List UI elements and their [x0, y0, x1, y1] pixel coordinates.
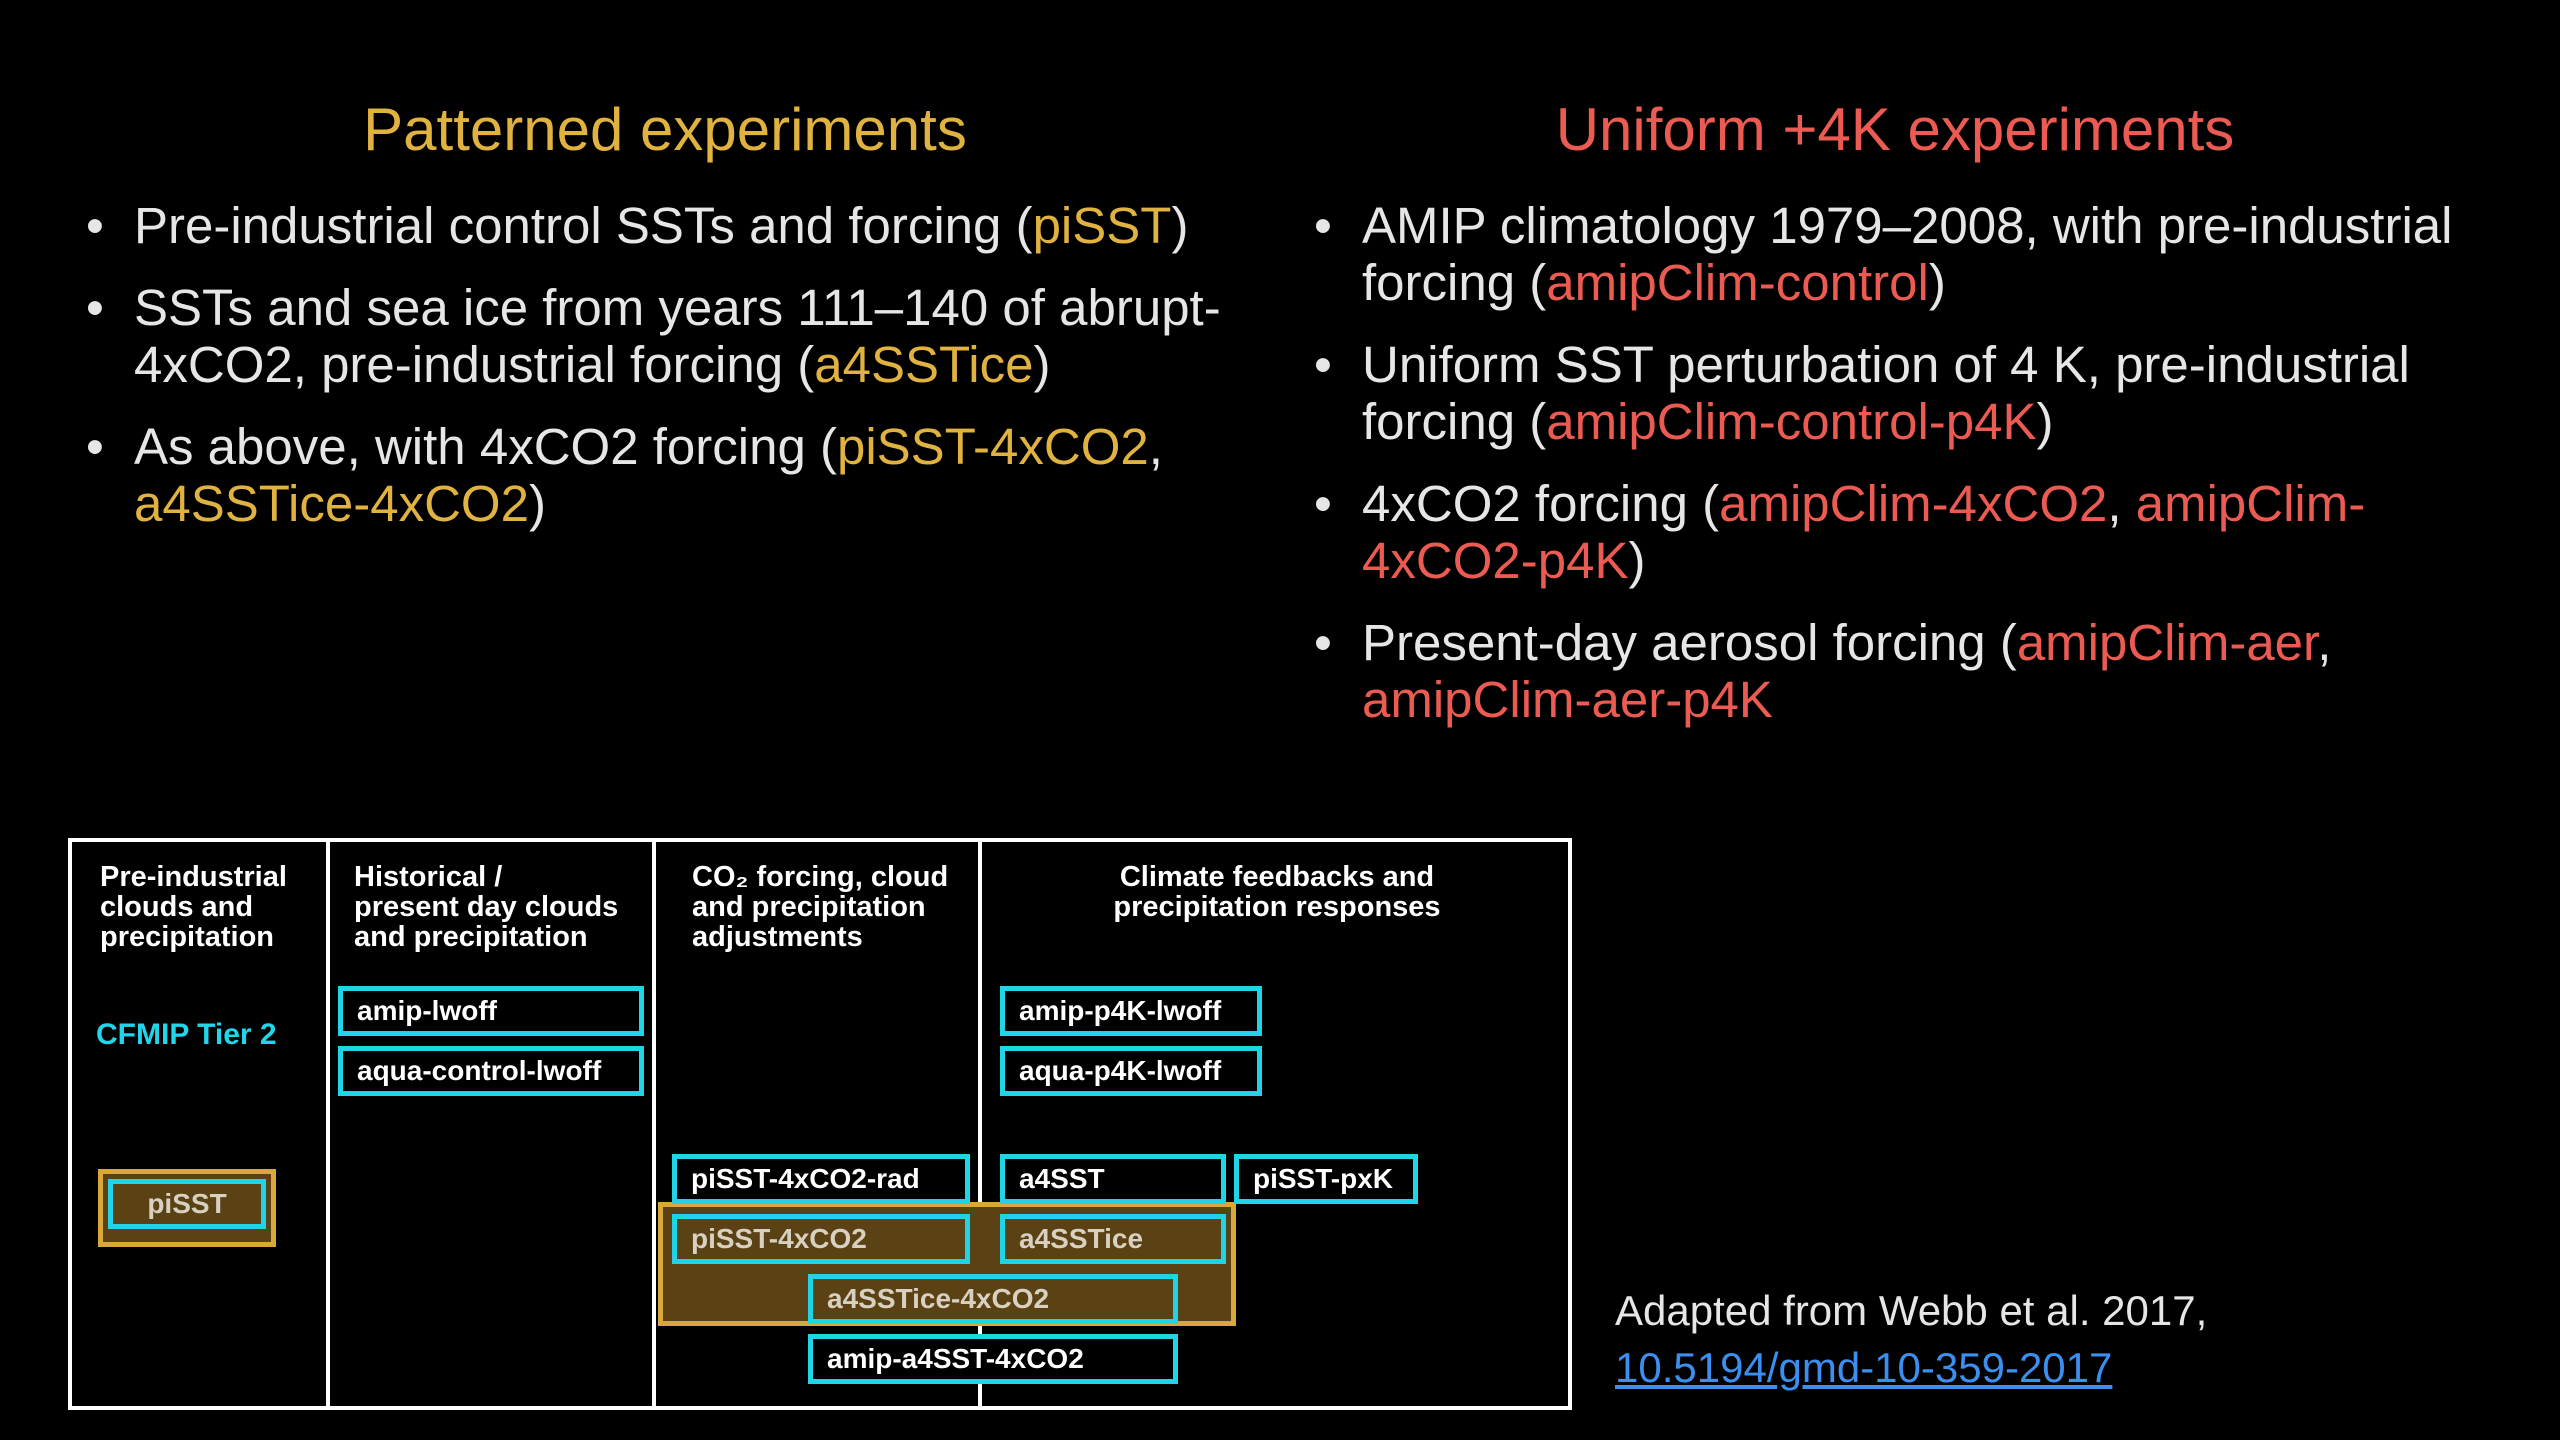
- experiment-name: amipClim-aer: [2016, 614, 2318, 671]
- cfmip-tier-label: CFMIP Tier 2: [96, 1018, 277, 1051]
- bullet-text: ): [1033, 336, 1051, 393]
- exp-pisst-4xco2-rad: piSST-4xCO2-rad: [672, 1154, 970, 1204]
- bullet-text: ): [1171, 197, 1189, 254]
- exp-aqua-control-lwoff: aqua-control-lwoff: [338, 1046, 644, 1096]
- cfmip-experiment-diagram: Pre-industrial clouds and precipitation …: [68, 838, 1572, 1410]
- exp-amip-lwoff: amip-lwoff: [338, 986, 644, 1036]
- column-header-co2-forcing: CO₂ forcing, cloud and precipitation adj…: [692, 861, 949, 953]
- exp-pisst-4xco2: piSST-4xCO2: [672, 1214, 970, 1264]
- bullet-4xco2: • As above, with 4xCO2 forcing (piSST-4xC…: [82, 418, 1282, 532]
- bullet-text: ): [1928, 254, 1946, 311]
- bullet-text: Present-day aerosol forcing (: [1362, 614, 2017, 671]
- experiment-name: a4SSTice: [814, 336, 1034, 393]
- experiment-name: amipClim-aer-p4K: [1362, 671, 1773, 728]
- bullet-text: ): [2036, 393, 2054, 450]
- experiment-name: piSST: [1032, 197, 1172, 254]
- exp-aqua-p4k-lwoff: aqua-p4K-lwoff: [1000, 1046, 1262, 1096]
- bullet-amipclim-control-p4k: • Uniform SST perturbation of 4 K, pre-in…: [1310, 336, 2510, 450]
- bullet-dot-icon: •: [86, 279, 104, 336]
- bullet-text: ,: [1148, 418, 1163, 475]
- experiment-name: piSST-4xCO2: [836, 418, 1149, 475]
- bullet-text: ,: [2317, 614, 2332, 671]
- experiment-name: amipClim-control-p4K: [1546, 393, 2037, 450]
- doi-link[interactable]: 10.5194/gmd-10-359-2017: [1615, 1344, 2113, 1391]
- bullet-text: Pre-industrial control SSTs and forcing …: [134, 197, 1033, 254]
- bullet-dot-icon: •: [86, 197, 104, 254]
- bullet-dot-icon: •: [1314, 197, 1332, 254]
- exp-a4sstice: a4SSTice: [1000, 1214, 1226, 1264]
- exp-pisst: piSST: [108, 1179, 266, 1229]
- experiment-name: amipClim-4xCO2: [1719, 475, 2108, 532]
- column-header-historical: Historical / present day clouds and prec…: [354, 861, 619, 953]
- exp-pisst-pxk: piSST-pxK: [1234, 1154, 1418, 1204]
- bullet-text: ,: [2107, 475, 2136, 532]
- bullet-text: As above, with 4xCO2 forcing (: [134, 418, 837, 475]
- bullet-dot-icon: •: [86, 418, 104, 475]
- citation-text: Adapted from Webb et al. 2017,: [1615, 1287, 2208, 1334]
- bullet-dot-icon: •: [1314, 614, 1332, 671]
- bullet-text: ): [1628, 532, 1646, 589]
- exp-a4sst: a4SST: [1000, 1154, 1226, 1204]
- bullet-amipclim-aer: • Present-day aerosol forcing (amipClim-a…: [1310, 614, 2510, 728]
- bullet-pisst: • Pre-industrial control SSTs and forcing…: [82, 197, 1282, 254]
- bullet-dot-icon: •: [1314, 336, 1332, 393]
- bullet-text: ): [528, 475, 546, 532]
- column-divider: [978, 842, 982, 1406]
- patterned-experiments-heading: Patterned experiments: [363, 96, 967, 163]
- bullet-amipclim-control: • AMIP climatology 1979–2008, with pre-in…: [1310, 197, 2510, 311]
- uniform-4k-experiments-heading: Uniform +4K experiments: [1555, 96, 2235, 163]
- bullet-text: Uniform SST perturbation of 4 K, pre-ind…: [1362, 336, 2410, 450]
- column-header-feedbacks: Climate feedbacks and precipitation resp…: [1113, 861, 1441, 923]
- bullet-text: AMIP climatology 1979–2008, with pre-ind…: [1362, 197, 2453, 311]
- exp-amip-p4k-lwoff: amip-p4K-lwoff: [1000, 986, 1262, 1036]
- patterned-experiments-list: • Pre-industrial control SSTs and forcing…: [82, 197, 1282, 557]
- column-divider: [652, 842, 656, 1406]
- bullet-amipclim-4xco2: • 4xCO2 forcing (amipClim-4xCO2, amipClim…: [1310, 475, 2510, 589]
- uniform-experiments-list: • AMIP climatology 1979–2008, with pre-in…: [1310, 197, 2510, 753]
- source-citation: Adapted from Webb et al. 2017, 10.5194/g…: [1615, 1282, 2207, 1396]
- experiment-name: amipClim-4xCO2-p4K: [1362, 475, 2366, 589]
- bullet-a4sstice: • SSTs and sea ice from years 111–140 of …: [82, 279, 1282, 393]
- experiment-name: amipClim-control: [1546, 254, 1929, 311]
- bullet-text: SSTs and sea ice from years 111–140 of a…: [134, 279, 1221, 393]
- column-divider: [326, 842, 330, 1406]
- experiment-name: a4SSTice-4xCO2: [134, 475, 529, 532]
- column-header-preindustrial: Pre-industrial clouds and precipitation: [100, 861, 287, 953]
- exp-amip-a4sst-4xco2: amip-a4SST-4xCO2: [808, 1334, 1178, 1384]
- bullet-dot-icon: •: [1314, 475, 1332, 532]
- bullet-text: 4xCO2 forcing (: [1362, 475, 1720, 532]
- exp-a4sstice-4xco2: a4SSTice-4xCO2: [808, 1274, 1178, 1324]
